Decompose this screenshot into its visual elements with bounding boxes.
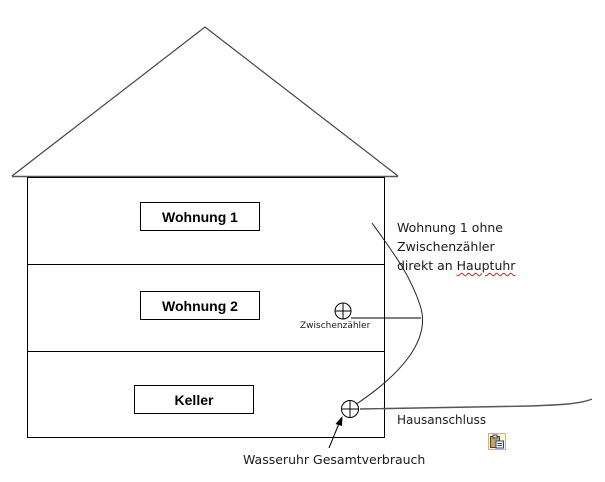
house-connection-pipe (359, 398, 593, 410)
wohnung1-note-line3: direkt an Hauptuhr (397, 256, 515, 275)
room-keller: Keller (134, 385, 254, 414)
main-meter-icon (341, 400, 359, 418)
wohnung1-note-line3-a: direkt an (397, 258, 457, 273)
roof (11, 26, 399, 177)
spellcheck-word: Hauptuhr (456, 258, 516, 273)
wohnung1-note-line2: Zwischenzähler (397, 239, 495, 254)
pipe-to-wohnung1 (354, 222, 423, 406)
main-meter-arrow (328, 416, 343, 449)
wohnung1-note-line1: Wohnung 1 ohne (397, 220, 503, 235)
wohnung1-note: Wohnung 1 ohne Zwischenzähler direkt an … (397, 218, 515, 275)
clipboard-paste-options-icon[interactable] (488, 433, 506, 450)
sub-meter-label: Zwischenzähler (300, 321, 371, 331)
clipboard-icon (490, 434, 504, 449)
sub-meter-icon (334, 302, 352, 320)
room-wohnung-1: Wohnung 1 (140, 202, 260, 231)
house-walls (27, 177, 385, 438)
house-connection-label: Hausanschluss (397, 413, 487, 427)
main-meter-label: Wasseruhr Gesamtverbrauch (243, 452, 426, 467)
room-wohnung-2: Wohnung 2 (140, 291, 260, 320)
